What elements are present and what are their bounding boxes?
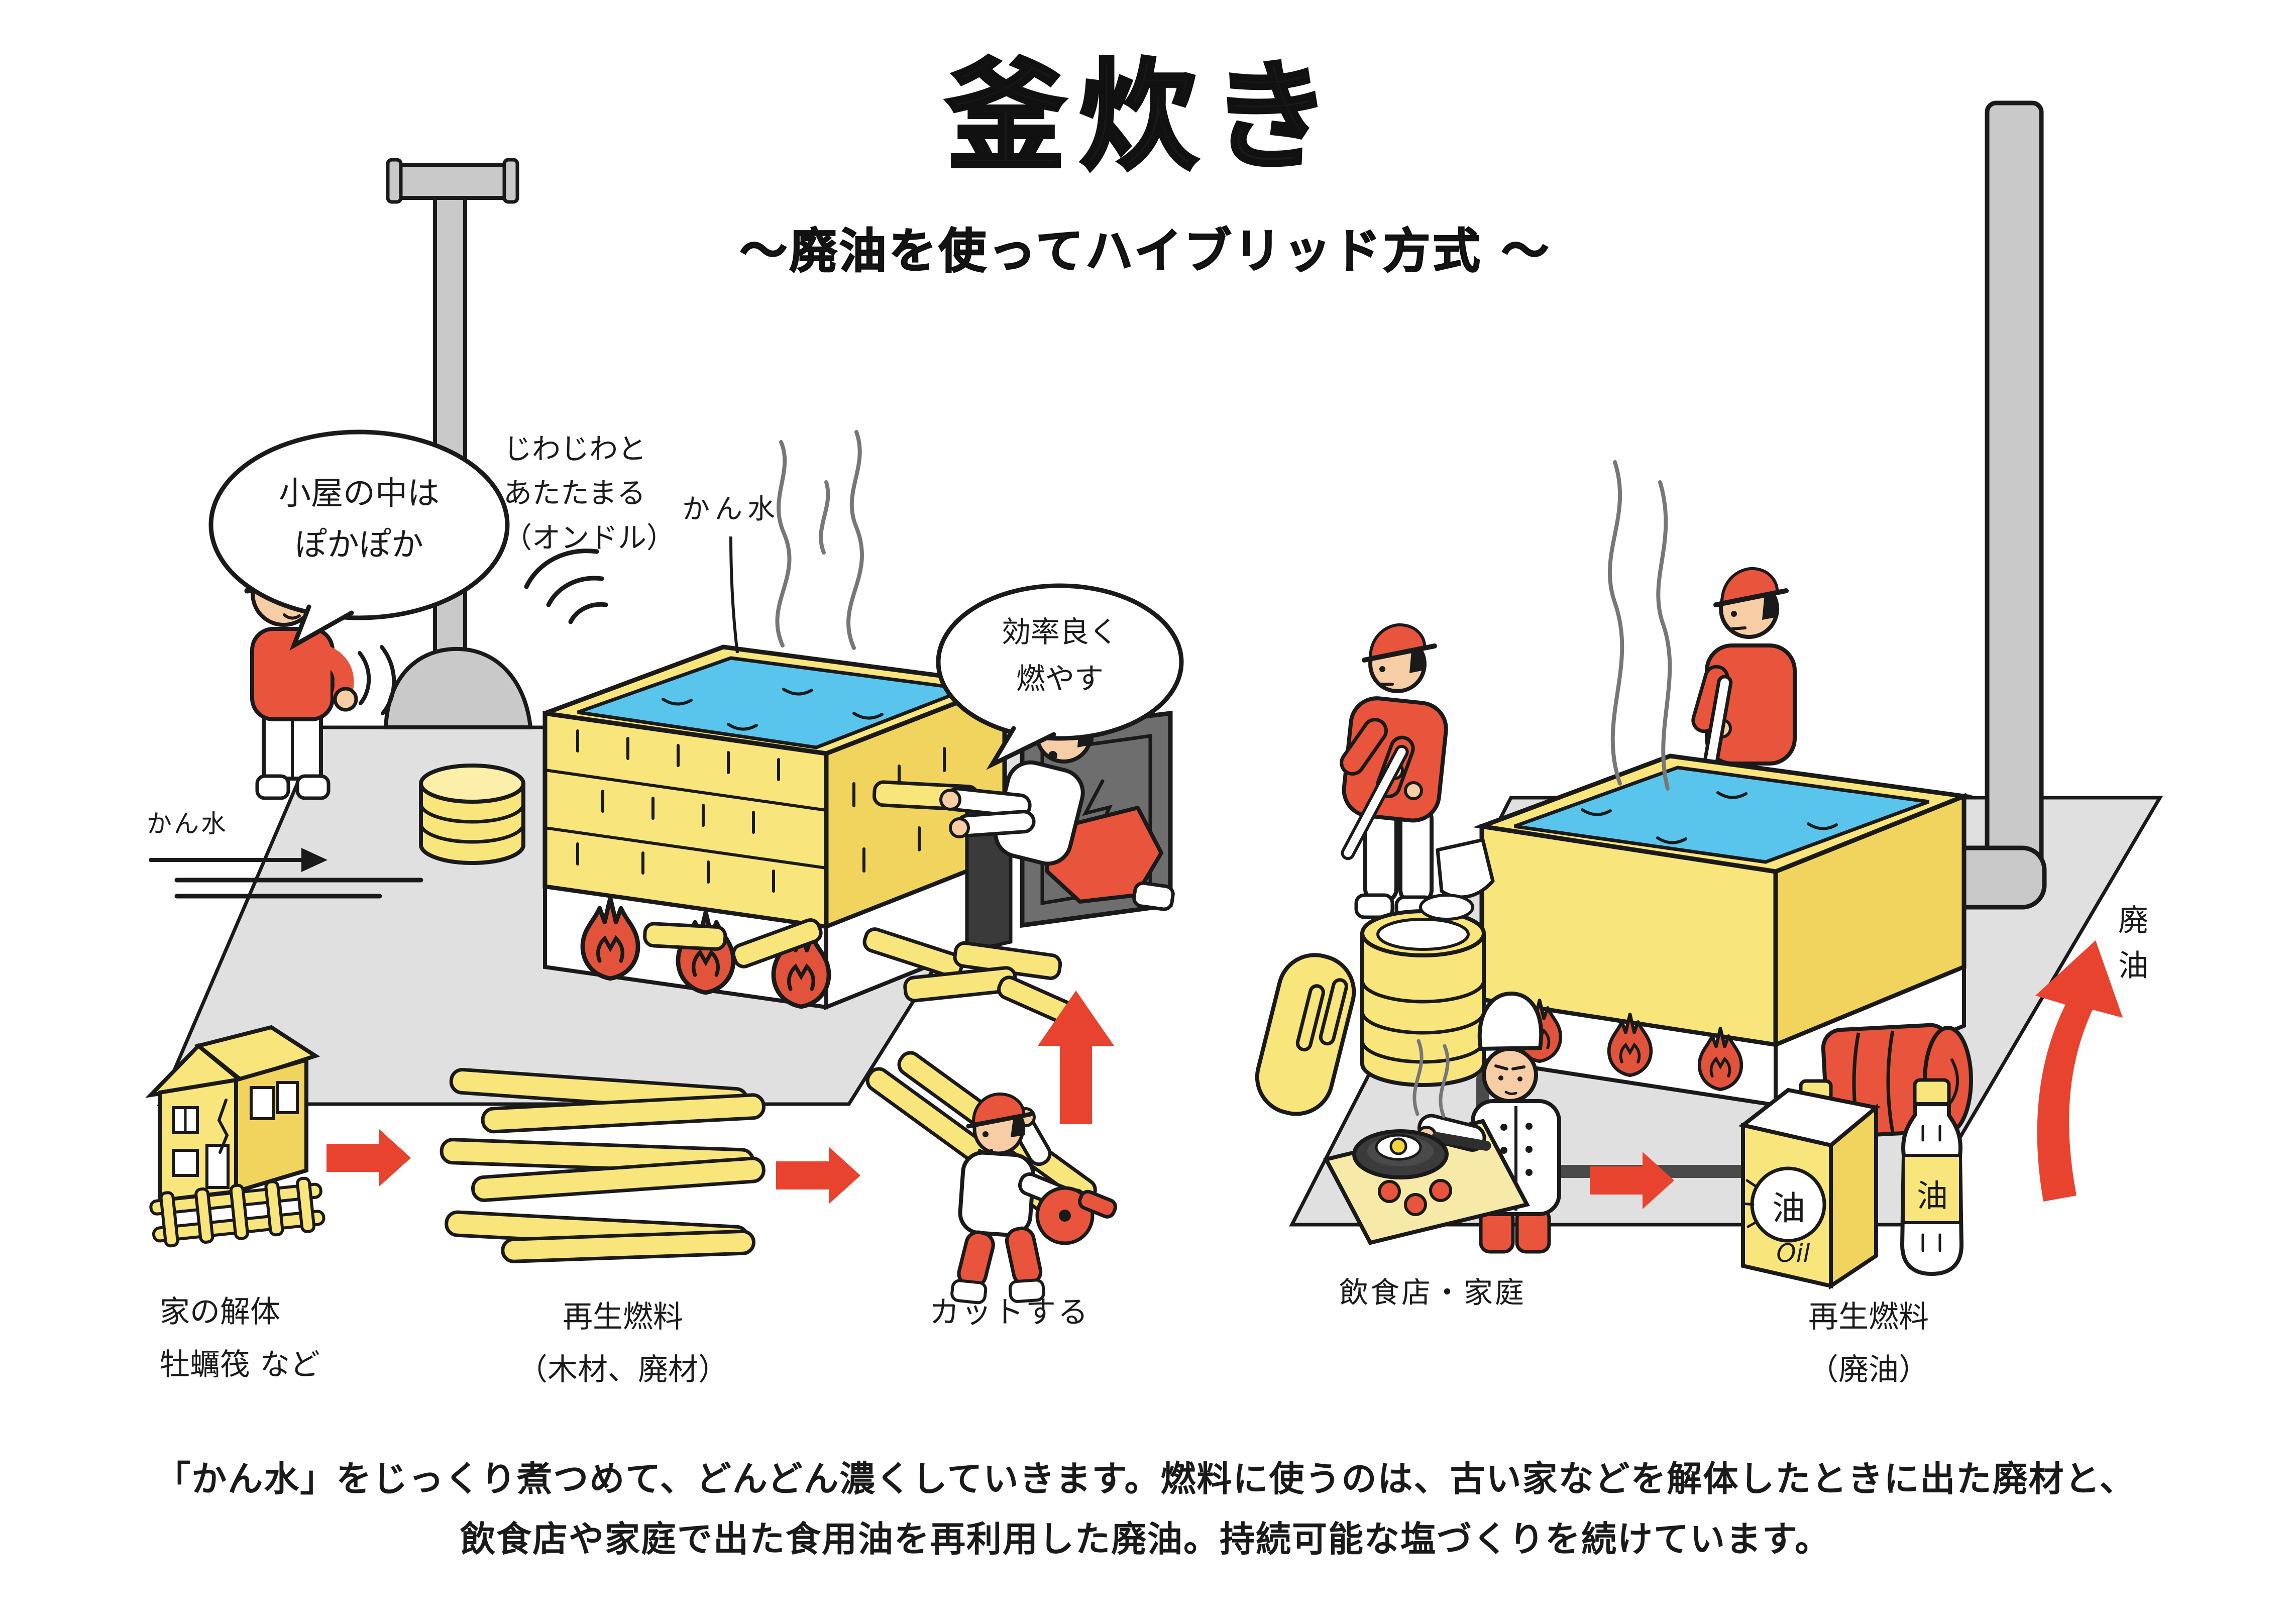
water-waves-icon bbox=[1581, 791, 1838, 844]
inlet-arrowhead-icon bbox=[301, 848, 328, 872]
speech-bubble-burn-text: 効率良く 燃やす bbox=[1001, 615, 1118, 696]
chef-icon bbox=[1323, 991, 1561, 1254]
oil-can-char: 油 bbox=[1772, 1189, 1805, 1228]
water-waves-icon bbox=[662, 688, 884, 731]
page-subtitle: 〜廃油を使ってハイブリッド方式 〜 bbox=[739, 224, 1552, 280]
steam-icon bbox=[775, 430, 864, 650]
speech-bubble-hut bbox=[208, 429, 510, 651]
oil-can-icon bbox=[1738, 1079, 1881, 1290]
oyster-raft-icon bbox=[149, 1176, 325, 1248]
caption-line-2: 飲食店や家庭で出た食用油を再利用した廃油。持続可能な塩づくりを続けています。 bbox=[460, 1519, 1831, 1560]
steam-icon bbox=[1607, 460, 1672, 791]
chef-hat-icon bbox=[1477, 991, 1544, 1051]
firewood-stick-icon bbox=[643, 922, 727, 951]
label-cut: カットする bbox=[929, 1295, 1090, 1330]
brine-coil-icon bbox=[419, 764, 525, 865]
wood-pile-icon bbox=[440, 1067, 766, 1263]
worker-stirring bbox=[1691, 567, 1797, 870]
logo-rays bbox=[1741, 1179, 1759, 1228]
brine-water bbox=[1513, 766, 1930, 864]
right-flow-row bbox=[1323, 991, 1964, 1290]
kansui-leader-line bbox=[729, 536, 739, 654]
heat-waves-icon bbox=[524, 549, 608, 624]
label-restaurant-home: 飲食店・家庭 bbox=[1339, 1275, 1526, 1310]
arrow-right-icon bbox=[1590, 1152, 1674, 1209]
page-title: 釜炊き bbox=[945, 46, 1345, 188]
oil-bottle-char: 油 bbox=[1916, 1177, 1948, 1214]
kansui-label: かん水 bbox=[682, 493, 781, 525]
house-icon bbox=[145, 1025, 320, 1203]
steam-icon bbox=[1412, 1039, 1450, 1118]
salt-pour-icon bbox=[1419, 894, 1474, 921]
brick-lines bbox=[543, 729, 971, 893]
arrow-up-icon bbox=[1038, 991, 1114, 1124]
label-house-demolition: 家の解体 牡蠣筏 など bbox=[160, 1294, 320, 1382]
chimney-mound bbox=[383, 646, 533, 729]
worker-cutting-wood bbox=[865, 1051, 1118, 1305]
arrow-right-icon bbox=[326, 1129, 411, 1186]
left-flow-row bbox=[145, 1025, 1118, 1305]
arrow-right-icon bbox=[776, 1147, 860, 1204]
label-waste-oil: 廃 油 bbox=[2118, 903, 2148, 984]
oil-bottle-icon bbox=[1900, 1078, 1964, 1276]
firewood-stick-icon bbox=[731, 918, 823, 968]
arrow-curved-up-icon bbox=[2035, 940, 2123, 1202]
oil-can-word: Oil bbox=[1776, 1239, 1810, 1268]
ondol-note: じわじわと あたたまる （オンドル） bbox=[503, 432, 675, 555]
brine-inlet-pipe bbox=[149, 858, 423, 899]
label-recycled-oil-fuel: 再生燃料 （廃油） bbox=[1808, 1300, 1929, 1387]
kansui-inlet-label: かん水 bbox=[147, 809, 228, 838]
label-recycled-wood-fuel: 再生燃料 （木材、廃材） bbox=[517, 1300, 728, 1387]
speech-bubble-hut-text: 小屋の中は ぽかぽか bbox=[279, 475, 440, 564]
salt-tub-icon bbox=[1255, 894, 1486, 1116]
shovel-icon bbox=[1436, 838, 1495, 899]
worker-scooping-salt bbox=[1340, 623, 1495, 921]
speech-bubble-burn bbox=[936, 583, 1184, 770]
caption-line-1: 「かん水」をじっくり煮つめて、どんどん濃くしていきます。燃料に使うのは、古い家な… bbox=[155, 1458, 2136, 1499]
left-scene bbox=[149, 158, 1184, 1124]
